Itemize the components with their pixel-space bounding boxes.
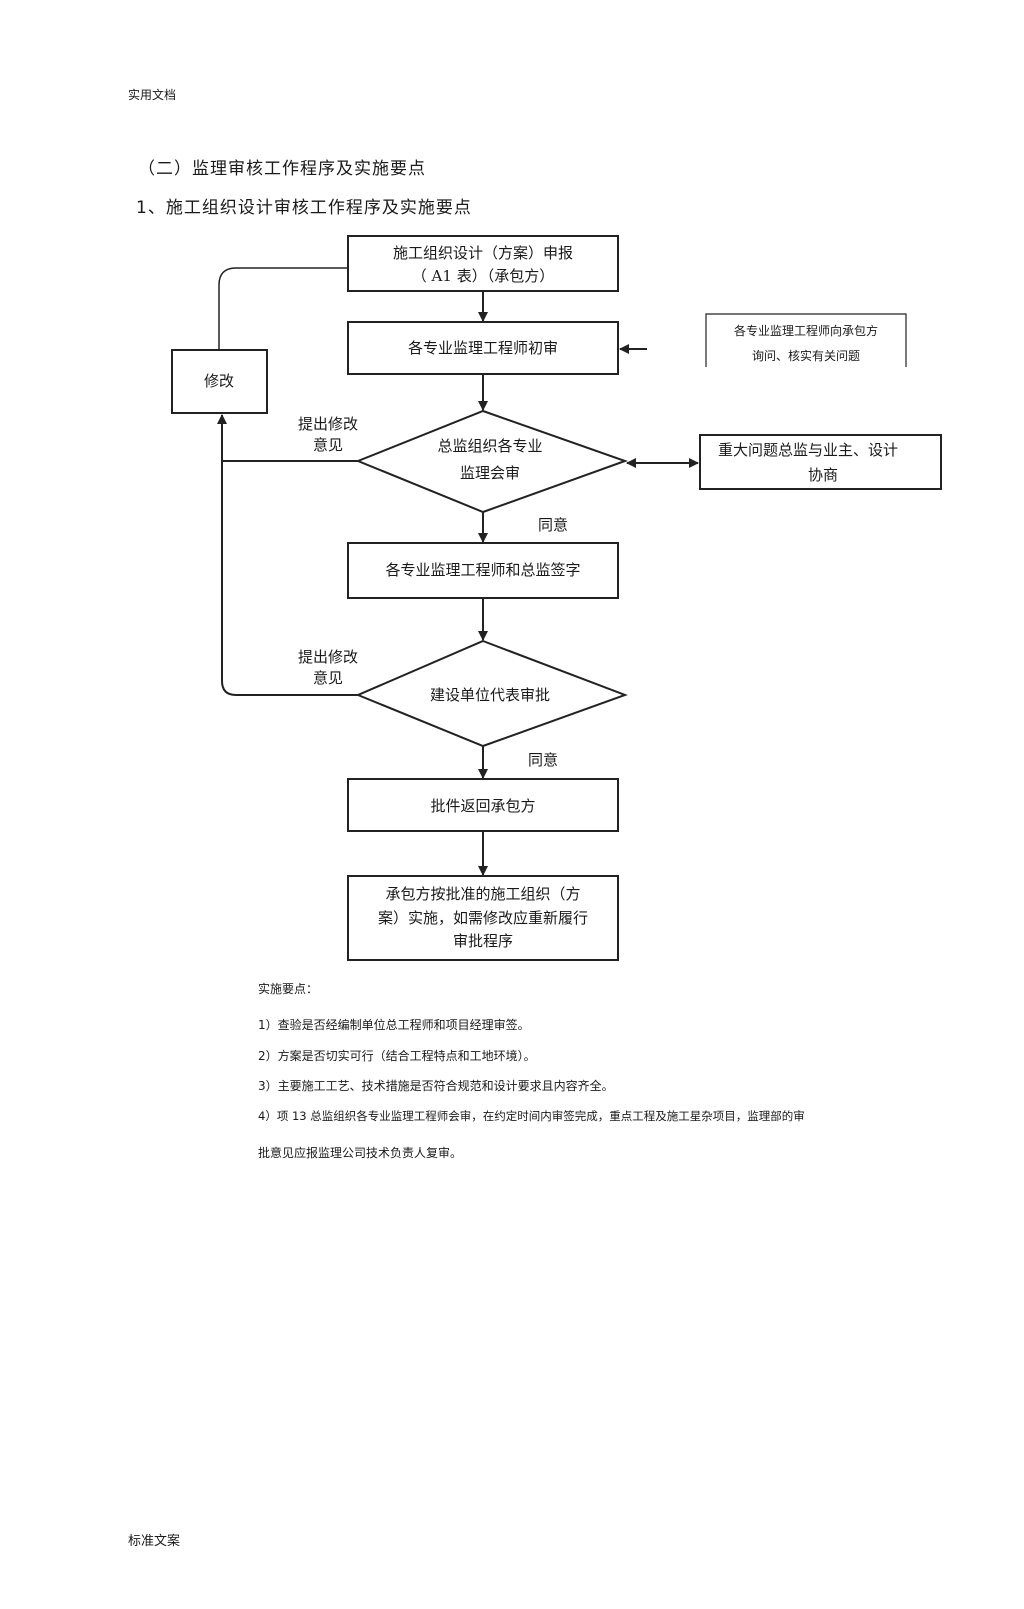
major-issue-line1: 重大问题总监与业主、设计 bbox=[718, 441, 898, 459]
notes-item-1: 1）查验是否经编制单位总工程师和项目经理审签。 bbox=[258, 1018, 530, 1032]
box-submit-line2: （ A1 表）（承包方） bbox=[412, 267, 554, 285]
feedback2-line1: 提出修改 bbox=[298, 648, 358, 666]
decision-owner-approval-label: 建设单位代表审批 bbox=[430, 686, 550, 704]
side-note-frame bbox=[705, 313, 907, 367]
box-sign-label: 各专业监理工程师和总监签字 bbox=[385, 561, 580, 579]
agree2-label: 同意 bbox=[528, 751, 558, 769]
feedback1-line1: 提出修改 bbox=[298, 415, 358, 433]
box-implement-line1: 承包方按批准的施工组织（方 bbox=[385, 885, 580, 903]
side-note-line1: 各专业监理工程师向承包方 bbox=[734, 323, 878, 338]
feedback1-line2: 意见 bbox=[313, 436, 343, 454]
box-initial-review-label: 各专业监理工程师初审 bbox=[408, 339, 558, 357]
page-header: 实用文档 bbox=[128, 88, 177, 102]
box-modify-label: 修改 bbox=[204, 372, 234, 390]
notes-item-4-line2: 批意见应报监理公司技术负责人复审。 bbox=[258, 1146, 463, 1160]
box-implement bbox=[347, 875, 619, 961]
box-major-issue bbox=[699, 434, 942, 490]
notes-item-3: 3）主要施工工艺、技术措施是否符合规范和设计要求且内容齐全。 bbox=[258, 1079, 614, 1093]
notes-item-4-line1: 4）项 13 总监组织各专业监理工程师会审，在约定时间内审签完成，重点工程及施工… bbox=[258, 1109, 805, 1123]
box-implement-line2: 案）实施，如需修改应重新履行 bbox=[378, 909, 588, 927]
decision-joint-review bbox=[355, 409, 628, 514]
box-implement-line3: 审批程序 bbox=[453, 932, 513, 950]
decision-joint-review-line2: 监理会审 bbox=[460, 464, 520, 482]
decision-joint-review-line1: 总监组织各专业 bbox=[437, 437, 542, 455]
side-note-line2: 询问、核实有关问题 bbox=[752, 348, 860, 363]
agree1-label: 同意 bbox=[538, 516, 568, 534]
subsection-title: 1、施工组织设计审核工作程序及实施要点 bbox=[136, 198, 472, 218]
box-return-label: 批件返回承包方 bbox=[430, 797, 535, 815]
notes-item-2: 2）方案是否切实可行（结合工程特点和工地环境）。 bbox=[258, 1049, 536, 1063]
flowchart: 施工组织设计（方案）申报 （ A1 表）（承包方） 各专业监理工程师初审 各专业… bbox=[171, 235, 942, 961]
page-footer: 标准文案 bbox=[128, 1534, 181, 1549]
section-title: （二）监理审核工作程序及实施要点 bbox=[138, 159, 426, 179]
notes-title: 实施要点： bbox=[258, 982, 319, 996]
feedback2-line2: 意见 bbox=[313, 669, 343, 687]
box-submit-line1: 施工组织设计（方案）申报 bbox=[393, 244, 573, 262]
major-issue-line2: 协商 bbox=[808, 466, 838, 484]
